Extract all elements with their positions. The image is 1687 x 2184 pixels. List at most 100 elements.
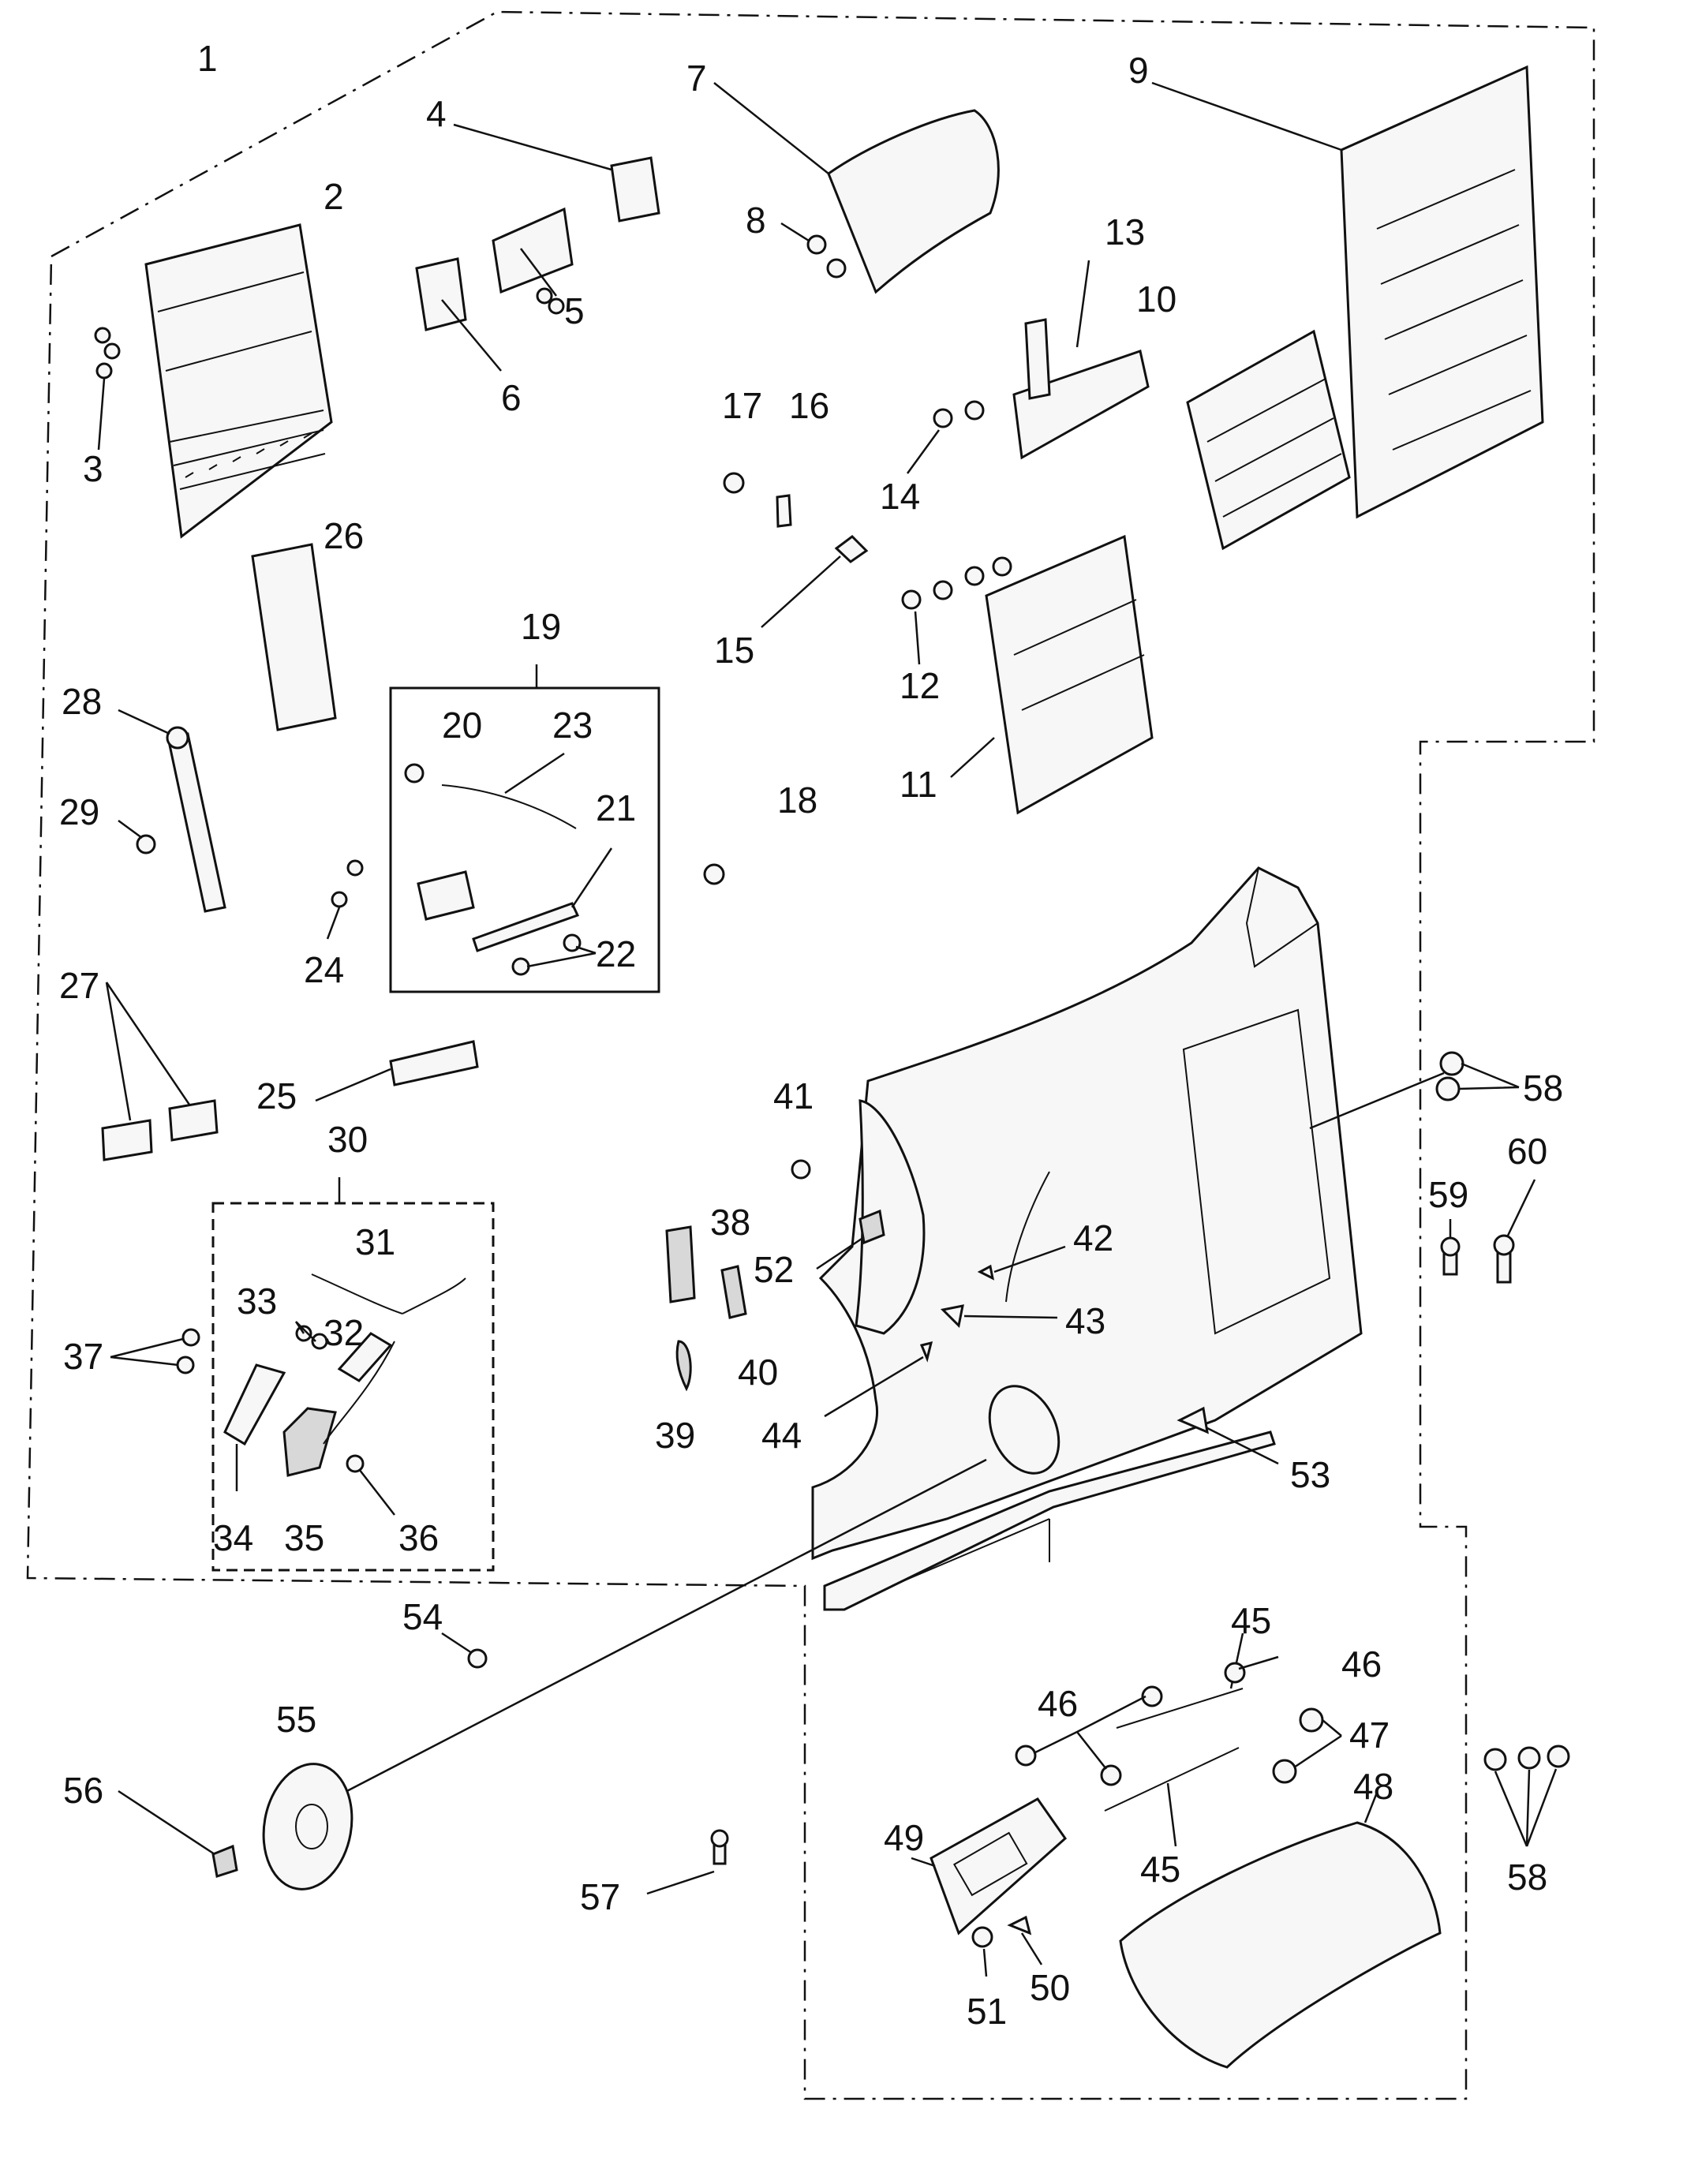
part-5-bracket (492, 207, 574, 315)
part-9-rear-panel (1151, 65, 1544, 519)
label-43: 43 (1065, 1300, 1105, 1341)
label-34: 34 (213, 1517, 253, 1558)
label-50: 50 (1030, 1967, 1070, 2008)
part-48-cover (1119, 1792, 1442, 2069)
part-16-clip (776, 494, 792, 528)
label-39: 39 (655, 1415, 695, 1456)
label-31: 31 (355, 1221, 395, 1262)
part-32-bracket (337, 1332, 393, 1382)
part-11-control-board (950, 534, 1154, 815)
part-59-screw (1440, 1219, 1461, 1276)
label-37: 37 (63, 1336, 103, 1377)
label-11: 11 (900, 764, 937, 805)
label-15: 15 (714, 630, 754, 671)
part-44-tab (824, 1341, 933, 1418)
label-7: 7 (686, 58, 707, 99)
part-40-block (720, 1265, 747, 1319)
label-60: 60 (1507, 1131, 1547, 1172)
part-58-screws-lower (1483, 1745, 1570, 1847)
label-22: 22 (596, 933, 636, 974)
label-21: 21 (596, 787, 636, 828)
label-57: 57 (580, 1876, 620, 1917)
label-33: 33 (237, 1281, 277, 1322)
part-12-screws (901, 556, 1012, 665)
part-25-plate (315, 1040, 479, 1102)
part-29-screw (118, 819, 156, 855)
part-60-screw (1493, 1179, 1536, 1284)
part-23-wire (441, 752, 577, 829)
label-13: 13 (1105, 211, 1145, 252)
label-56: 56 (63, 1770, 103, 1811)
part-30-group-box (211, 1202, 495, 1572)
part-6-bracket (415, 257, 502, 372)
part-39-clip (675, 1340, 692, 1392)
label-55: 55 (276, 1699, 316, 1740)
label-30: 30 (327, 1119, 368, 1160)
part-13-bracket (1012, 260, 1150, 460)
label-54: 54 (402, 1596, 443, 1637)
label-12: 12 (900, 665, 940, 706)
label-20: 20 (442, 705, 482, 746)
label-17: 17 (722, 385, 762, 426)
label-52: 52 (754, 1249, 794, 1290)
part-30-mechanism (323, 1277, 466, 1445)
label-5: 5 (564, 290, 585, 331)
label-16: 16 (789, 385, 829, 426)
part-58-screws-upper (1309, 1051, 1520, 1130)
label-26: 26 (324, 515, 364, 556)
part-54-screw (441, 1632, 488, 1669)
label-51: 51 (967, 1991, 1007, 2032)
label-6: 6 (501, 377, 522, 418)
label-48: 48 (1353, 1766, 1393, 1807)
label-40: 40 (738, 1352, 778, 1393)
label-10: 10 (1136, 279, 1176, 320)
part-47-washers (1272, 1707, 1342, 1784)
label-4: 4 (426, 93, 447, 134)
part-20-bushing (404, 763, 425, 783)
label-1: 1 (197, 38, 218, 79)
part-10-panel (1186, 329, 1351, 551)
part-2-front-panel (144, 223, 333, 539)
part-34-plate (223, 1363, 286, 1491)
part-41-screw (791, 1159, 811, 1180)
part-56-knob (118, 1789, 238, 1878)
part-36-screw (346, 1454, 395, 1516)
part-37-screws (110, 1328, 200, 1374)
label-38: 38 (710, 1202, 750, 1243)
part-3-screws (94, 327, 121, 451)
label-49: 49 (884, 1817, 924, 1858)
label-24: 24 (304, 949, 344, 990)
part-57-screw (646, 1829, 729, 1895)
part-27-plates (101, 982, 219, 1161)
part-14-screws (906, 400, 985, 474)
part-31-wire (311, 1273, 403, 1315)
part-22-screws (511, 933, 597, 976)
part-4-bracket (453, 123, 660, 223)
label-46a: 46 (1038, 1683, 1078, 1724)
label-59: 59 (1428, 1174, 1468, 1215)
label-41: 41 (773, 1075, 814, 1116)
part-26-sheet (251, 543, 337, 731)
label-47: 47 (1349, 1715, 1390, 1756)
part-33-screws (294, 1321, 328, 1350)
label-46b: 46 (1341, 1644, 1382, 1685)
main-housing (811, 866, 1363, 1611)
label-29: 29 (59, 791, 99, 832)
upper-assembly-boundary (26, 10, 1595, 2100)
label-45b: 45 (1140, 1849, 1180, 1890)
label-2: 2 (324, 176, 344, 217)
part-21-lever (417, 847, 613, 952)
label-53: 53 (1290, 1454, 1330, 1495)
label-44: 44 (761, 1415, 802, 1456)
part-43-tab (940, 1304, 1058, 1329)
part-49-plate (911, 1797, 1067, 1935)
label-58a: 58 (1523, 1068, 1563, 1109)
label-35: 35 (284, 1517, 324, 1558)
part-55-handwheel (262, 1763, 353, 1890)
part-18-screw (703, 863, 725, 885)
label-19: 19 (521, 606, 561, 647)
label-3: 3 (83, 448, 103, 489)
label-14: 14 (880, 476, 920, 517)
label-36: 36 (398, 1517, 439, 1558)
